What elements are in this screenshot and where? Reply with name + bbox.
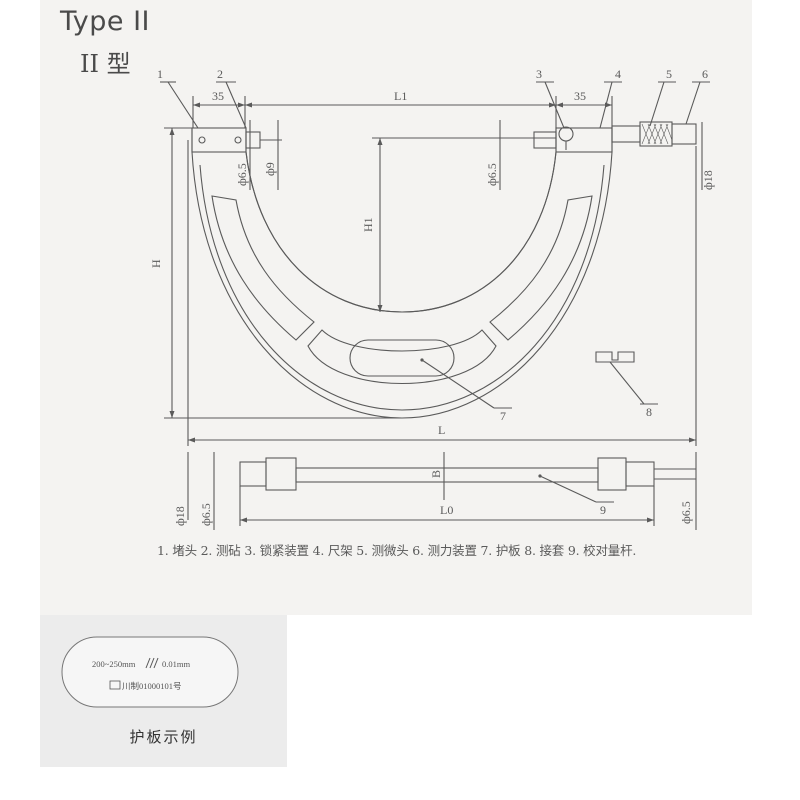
anvil-screw-2	[234, 136, 242, 144]
frame-inner-curve	[245, 151, 557, 313]
arrow-H-bottom	[169, 411, 175, 418]
drawing-title: Type II	[60, 6, 151, 37]
arrow-35-right-b	[605, 102, 612, 108]
arrow-35-left-a	[193, 102, 200, 108]
dim-label-phi9: ф9	[263, 162, 277, 176]
arrow-H-top	[169, 128, 175, 135]
leader-2	[225, 81, 247, 129]
scanned-drawing-sheet	[40, 0, 752, 615]
callout-number-4: 4	[615, 67, 621, 81]
insulating-plate	[349, 339, 455, 377]
arrow-L1-b	[549, 102, 556, 108]
plate-range-text: 200~250mm	[92, 659, 136, 669]
plate-sample-panel: 200~250mm 0.01mm 川制01000101号 护板示例	[40, 615, 287, 767]
rod-end-right	[625, 461, 655, 487]
dim-label-phi18-rod: ф18	[173, 506, 187, 526]
ratchet-stop	[671, 123, 697, 145]
leader-8	[609, 361, 645, 405]
drawing-subtitle: II 型	[80, 50, 131, 78]
dim-label-B: B	[429, 470, 443, 478]
parts-legend: 1. 堵头 2. 测砧 3. 锁紧装置 4. 尺架 5. 测微头 6. 测力装置…	[157, 543, 637, 558]
rod-collar-right	[597, 457, 627, 491]
leader-5	[649, 81, 665, 127]
arrow-L0-right	[647, 517, 654, 523]
frame-left-cutout	[211, 195, 315, 341]
plate-sample-caption: 护板示例	[129, 728, 198, 746]
rod-end-left	[239, 461, 267, 487]
callout-number-1: 1	[157, 67, 163, 81]
dim-label-phi65-rod-left: ф6.5	[199, 503, 213, 526]
callout-number-7: 7	[500, 409, 506, 423]
spindle-tip	[533, 131, 557, 149]
dim-label-phi65-anvil: ф6.5	[235, 163, 249, 186]
leader-6	[685, 81, 701, 125]
leader-1	[167, 81, 199, 129]
dim-label-L1: L1	[394, 89, 407, 103]
callout-number-3: 3	[536, 67, 542, 81]
callout-number-9: 9	[600, 503, 606, 517]
frame-offset-line	[199, 164, 605, 411]
dim-label-H1: H1	[361, 217, 375, 232]
anvil-screw-1	[198, 136, 206, 144]
arrow-L-right	[689, 437, 696, 443]
arrow-L1-a	[245, 102, 252, 108]
arrow-35-left-b	[238, 102, 245, 108]
micrometer-drawing: 1 2 3 4 5 6 7 8 9 35 L1 35 H H1 L ф6.5 ф…	[149, 67, 715, 530]
dim-label-35-left: 35	[212, 89, 224, 103]
callout-number-6: 6	[702, 67, 708, 81]
plate-slash-mark	[145, 657, 159, 669]
arrow-H1-top	[377, 138, 383, 145]
callout-dot-9	[538, 474, 542, 478]
anvil-tip	[245, 131, 261, 149]
callout-number-8: 8	[646, 405, 652, 419]
anvil-block	[191, 127, 247, 153]
dim-label-phi65-spindle: ф6.5	[485, 163, 499, 186]
micrometer-sleeve	[611, 125, 641, 143]
spindle-block	[555, 127, 613, 153]
rod-body	[295, 467, 599, 483]
callout-dot-7	[420, 358, 424, 362]
plate-accuracy-text: 0.01mm	[162, 659, 190, 669]
arrow-35-right-a	[556, 102, 563, 108]
frame-bottom-cutout	[307, 329, 497, 385]
rod-collar-left	[265, 457, 297, 491]
coupler-part	[595, 351, 635, 363]
dim-label-phi18-spindle: ф18	[701, 170, 715, 190]
plate-sample-outline	[61, 636, 239, 708]
callout-number-5: 5	[666, 67, 672, 81]
plate-license-text: 川制01000101号	[122, 681, 182, 691]
leader-9	[539, 475, 597, 503]
lock-knob	[558, 126, 574, 142]
callout-number-2: 2	[217, 67, 223, 81]
arrow-H1-bottom	[377, 305, 383, 312]
plate-cmc-icon	[109, 680, 121, 690]
frame-right-cutout	[489, 195, 593, 341]
thimble-knurl	[641, 123, 673, 145]
frame-outer-outline	[191, 127, 613, 419]
leader-7	[421, 359, 495, 409]
dim-label-phi65-rod-right: ф6.5	[679, 501, 693, 524]
dim-label-H: H	[149, 259, 163, 268]
dim-label-L0: L0	[440, 503, 453, 517]
plate-sample-drawing: 200~250mm 0.01mm 川制01000101号	[61, 636, 239, 708]
arrow-L0-left	[240, 517, 247, 523]
dim-label-35-right: 35	[574, 89, 586, 103]
arrow-L-left	[188, 437, 195, 443]
dim-label-L: L	[438, 423, 445, 437]
